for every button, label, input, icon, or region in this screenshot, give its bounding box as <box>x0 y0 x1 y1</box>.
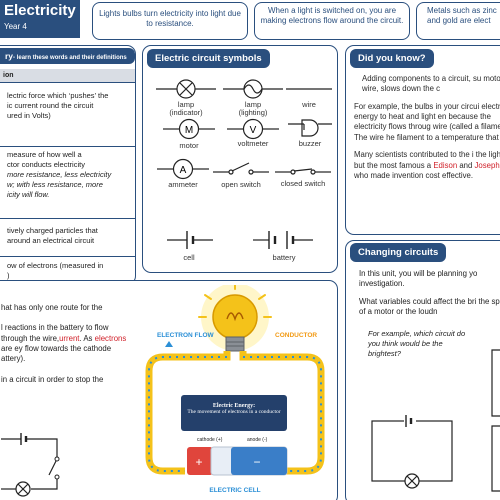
did-you-know-panel: Did you know? Adding components to a cir… <box>345 45 500 235</box>
simple-circuit-p2-mid: . As <box>79 333 93 343</box>
year-label: Year 4 <box>4 22 27 31</box>
svg-text:+: + <box>195 455 202 469</box>
vocab-line: ctor conducts electricity <box>7 160 85 170</box>
motor-symbol: M <box>163 118 215 140</box>
voltmeter-label: voltmeter <box>237 139 269 148</box>
cell-positive-end <box>187 447 213 475</box>
fact-box-1: Lights bulbs turn electricity into light… <box>92 2 248 40</box>
changing-circuits-text: In this unit, you will be planning yo in… <box>359 269 500 324</box>
vocabulary-subheading: - learn these words and their definition… <box>13 55 127 61</box>
vocab-line: measure of how well a <box>7 150 82 160</box>
vocabulary-panel: ry- learn these words and their definiti… <box>0 45 136 285</box>
vocabulary-heading: ry- learn these words and their definiti… <box>0 48 135 64</box>
cell-symbol <box>167 231 213 249</box>
conductor-label: CONDUCTOR <box>275 332 317 339</box>
scientist-edison: Edison <box>433 160 458 170</box>
term-current: urrent <box>59 333 80 343</box>
vocab-line: more resistance, less electricity <box>7 170 112 180</box>
vocab-line: ) <box>7 271 10 281</box>
battery-symbol <box>253 231 313 249</box>
lamp-indicator-text: lamp (indicator) <box>169 100 203 118</box>
fact-box-2: When a light is switched on, you are mak… <box>254 2 410 40</box>
wire-symbol <box>286 88 332 90</box>
changing-circuits-panel: Changing circuits In this unit, you will… <box>345 240 500 500</box>
simple-circuit-p2: l reactions in the battery to flow throu… <box>1 323 129 364</box>
anode-label: anode (-) <box>247 437 268 443</box>
buzzer-label: buzzer <box>298 139 322 148</box>
wire-label: wire <box>302 100 316 109</box>
cell-label: cell <box>183 253 195 262</box>
simple-circuit-p2-end: are ey flow towards the cathode attery). <box>1 344 112 364</box>
vocab-line: around an electrical circuit <box>7 236 95 246</box>
energy-subtitle: The movement of electrons in a conductor <box>187 409 281 415</box>
lamp-lighting-text: lamp (lighting) <box>238 100 268 118</box>
vocab-line: lectric force which ‘pushes’ the <box>7 91 109 101</box>
vocab-line: w; with less resistance, more <box>7 179 103 189</box>
did-you-know-p2: For example, the bulbs in your circui el… <box>354 101 500 142</box>
example-circuit-a <box>371 415 453 489</box>
closed-switch-symbol <box>275 168 331 175</box>
did-you-know-heading: Did you know? <box>350 49 434 68</box>
switch-circuit-diagram <box>1 433 60 497</box>
ammeter-label: ammeter <box>168 180 198 189</box>
ammeter-letter: A <box>180 165 187 176</box>
electric-cell-label: ELECTRIC CELL <box>209 487 260 494</box>
closed-switch-label: closed switch <box>280 179 326 188</box>
open-switch-label: open switch <box>221 180 261 189</box>
open-switch-symbol <box>213 162 269 175</box>
simple-circuit-p2-text: l reactions in the battery to flow throu… <box>1 323 109 343</box>
buzzer-symbol <box>288 119 332 137</box>
vocab-row-resistance: measure of how well a ctor conducts elec… <box>0 147 135 220</box>
vocab-line: ic current round the circuit <box>7 101 94 111</box>
lamp-indicator-symbol <box>156 79 216 99</box>
changing-circuits-example: For example, which circuit do you think … <box>368 329 466 358</box>
vocabulary-heading-text: ry <box>5 51 14 61</box>
example-circuit-b <box>491 349 500 492</box>
cathode-label: cathode (+) <box>197 437 223 443</box>
simple-circuit-p3: in a circuit in order to stop the <box>1 374 104 384</box>
fact-box-3: Metals such as zinc and gold are elect <box>416 2 500 40</box>
page-title: Electricity <box>4 2 76 19</box>
did-you-know-text: Adding components to a circuit, su motor… <box>354 74 500 188</box>
vocab-row-voltage: lectric force which ‘pushes’ the ic curr… <box>0 83 135 148</box>
vocab-line: ured in Volts) <box>7 111 51 121</box>
lamp-lighting-symbol <box>223 79 283 99</box>
changing-circuits-p1: In this unit, you will be planning yo in… <box>359 269 478 289</box>
changing-circuits-heading: Changing circuits <box>350 243 447 262</box>
vocab-line: icity will flow. <box>7 189 50 199</box>
changing-circuits-p2: What variables could affect the bri the … <box>359 296 500 317</box>
cell-negative-end <box>231 447 287 475</box>
lamp-indicator-label: lamp (indicator) <box>154 100 218 118</box>
vocab-line: ow of electrons (measured in <box>7 261 104 271</box>
did-you-know-p1: Adding components to a circuit, su motor… <box>362 74 500 94</box>
vocab-row-electrons: tively charged particles that around an … <box>0 219 135 258</box>
term-electrons: electrons <box>94 333 127 343</box>
circuit-symbols-heading: Electric circuit symbols <box>147 49 270 68</box>
svg-text:−: − <box>253 455 260 469</box>
energy-title: Electric Energy: <box>213 403 255 409</box>
electron-flow-label: ELECTRON FLOW <box>157 332 215 339</box>
vocab-row-current: ow of electrons (measured in ) <box>0 257 135 284</box>
motor-label: motor <box>179 142 199 148</box>
simple-circuit-text: hat has only one route for the l reactio… <box>1 303 129 395</box>
vocabulary-column-header: ion <box>0 69 135 84</box>
voltmeter-symbol: V <box>227 118 279 140</box>
vocabulary-table: ion lectric force which ‘pushes’ the ic … <box>0 69 135 284</box>
lamp-lighting-label: lamp (lighting) <box>221 100 285 118</box>
electric-circuit-illustration: ELECTRON FLOW CONDUCTOR Electric Energy:… <box>145 285 325 494</box>
did-you-know-p3: Many scientists contributed to the i the… <box>354 150 500 181</box>
scientist-swan: Joseph Swan <box>474 160 500 170</box>
did-you-know-p3-end: who made invention cost effective. <box>354 170 474 180</box>
simple-circuit-p1: hat has only one route for the <box>1 303 103 312</box>
voltmeter-letter: V <box>250 125 257 136</box>
vocab-line: tively charged particles that <box>7 226 98 236</box>
did-you-know-p3-and: and <box>459 160 473 170</box>
did-you-know-p3-text: Many scientists contributed to the i the… <box>354 150 500 170</box>
simple-circuit-panel: hat has only one route for the l reactio… <box>0 280 338 500</box>
title-banner: Electricity Year 4 <box>0 0 80 38</box>
ammeter-symbol: A <box>157 158 209 180</box>
motor-letter: M <box>185 125 193 136</box>
battery-label: battery <box>272 253 296 262</box>
circuit-symbols-panel: Electric circuit symbols lamp (indicator… <box>142 45 338 273</box>
